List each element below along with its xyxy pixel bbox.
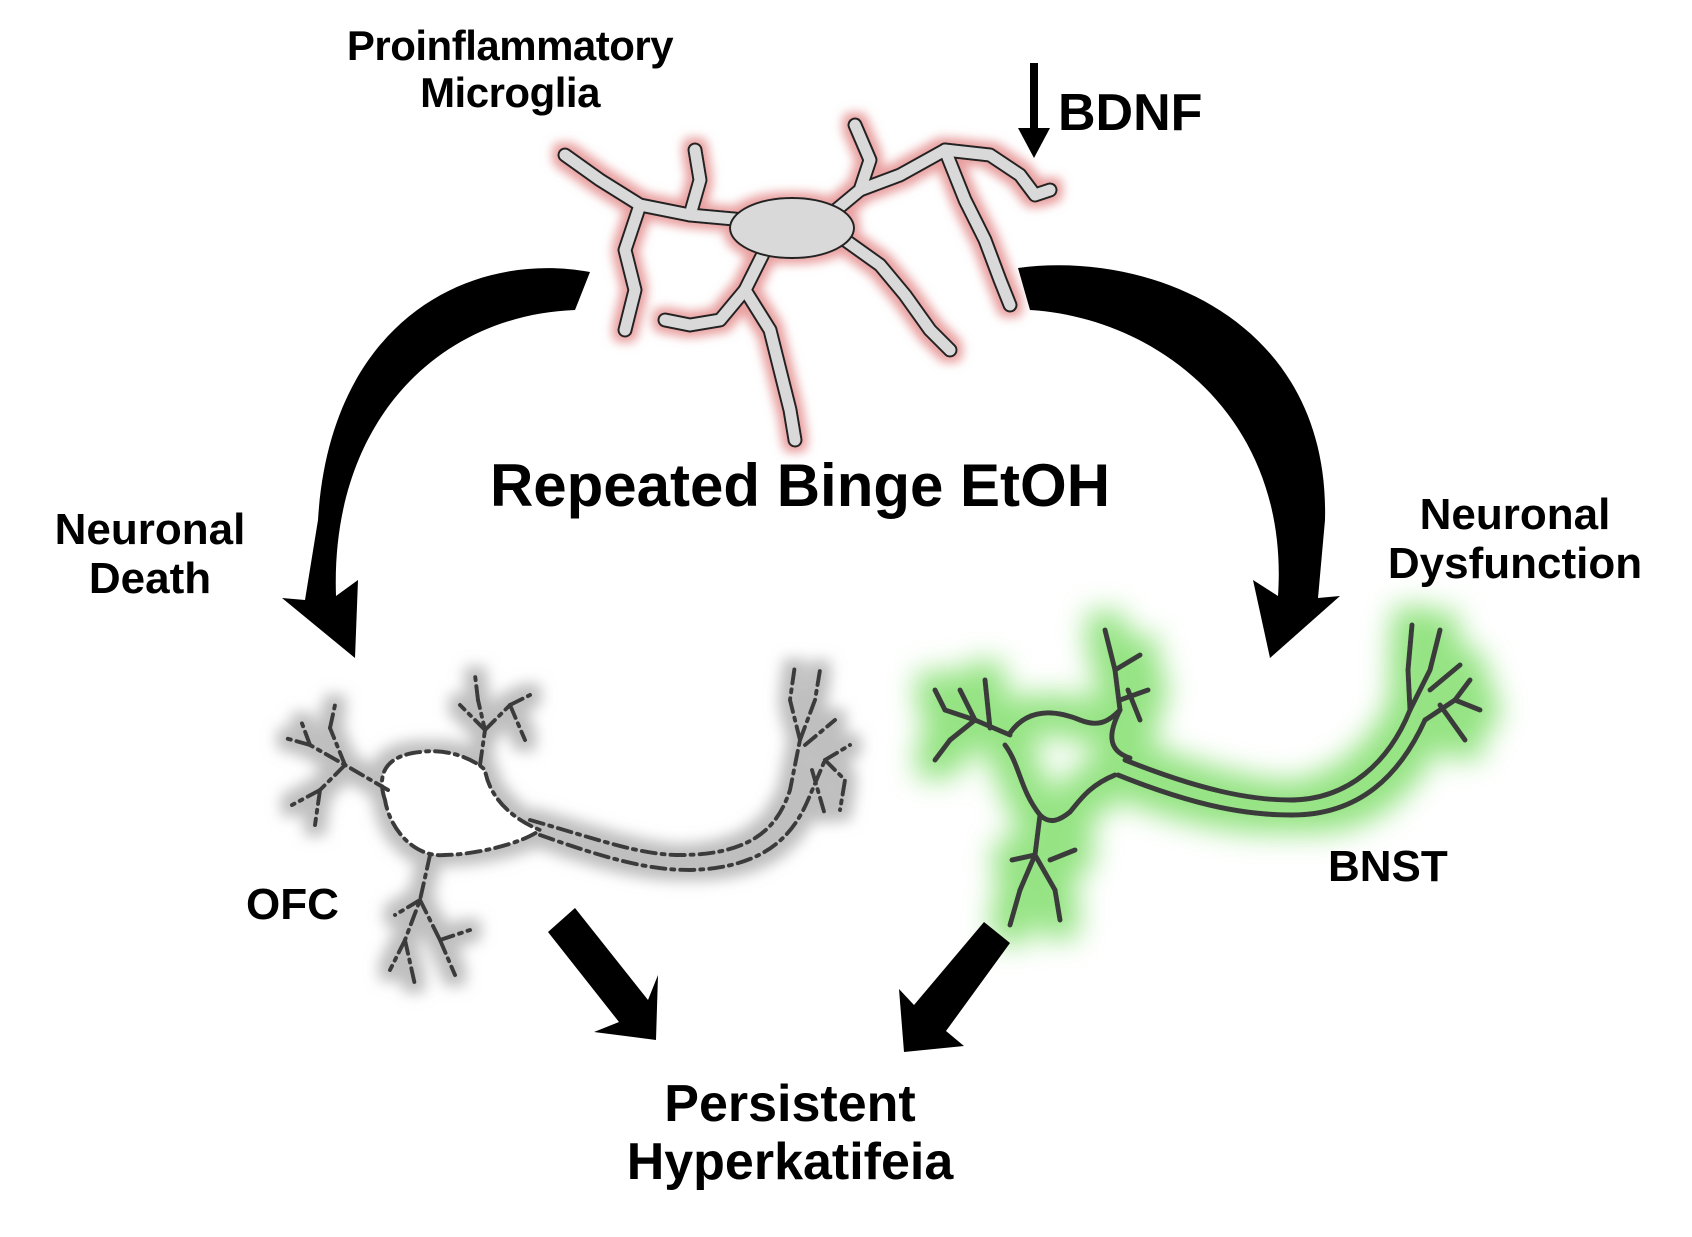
microglia-label: Proinflammatory Microglia	[300, 22, 720, 116]
microglia-label-line-2: Microglia	[420, 69, 600, 117]
ofc-region-label: OFC	[246, 880, 339, 929]
bnst-neuron	[932, 622, 1483, 928]
diagram-title: Repeated Binge EtOH	[489, 452, 1111, 519]
curved-arrow-to-ofc	[282, 268, 590, 658]
bdnf-label: BDNF	[1058, 84, 1203, 142]
neuronal-dysfunction-label: Neuronal Dysfunction	[1345, 490, 1685, 589]
neuronal-death-label: Neuronal Death	[10, 505, 290, 604]
bnst-region-label: BNST	[1328, 842, 1448, 891]
microglia-cell	[557, 117, 1058, 448]
neuronal-dysfunction-line-2: Dysfunction	[1387, 539, 1643, 589]
neuronal-dysfunction-line-1: Neuronal	[1419, 490, 1611, 539]
neuronal-death-line-1: Neuronal	[54, 505, 246, 554]
arrow-ofc-to-outcome	[548, 908, 658, 1040]
neuronal-death-line-2: Death	[88, 554, 212, 604]
outcome-line-1: Persistent	[664, 1075, 916, 1133]
ofc-neuron	[283, 663, 852, 987]
outcome-line-2: Hyperkatifeia	[626, 1133, 954, 1192]
outcome-label: Persistent Hyperkatifeia	[530, 1075, 1050, 1191]
microglia-label-line-1: Proinflammatory	[346, 22, 674, 69]
bdnf-decrease-arrow-icon	[1018, 63, 1050, 158]
arrow-bnst-to-outcome	[899, 922, 1010, 1052]
curved-arrow-to-bnst	[1018, 265, 1340, 658]
microglia-soma	[729, 197, 855, 259]
